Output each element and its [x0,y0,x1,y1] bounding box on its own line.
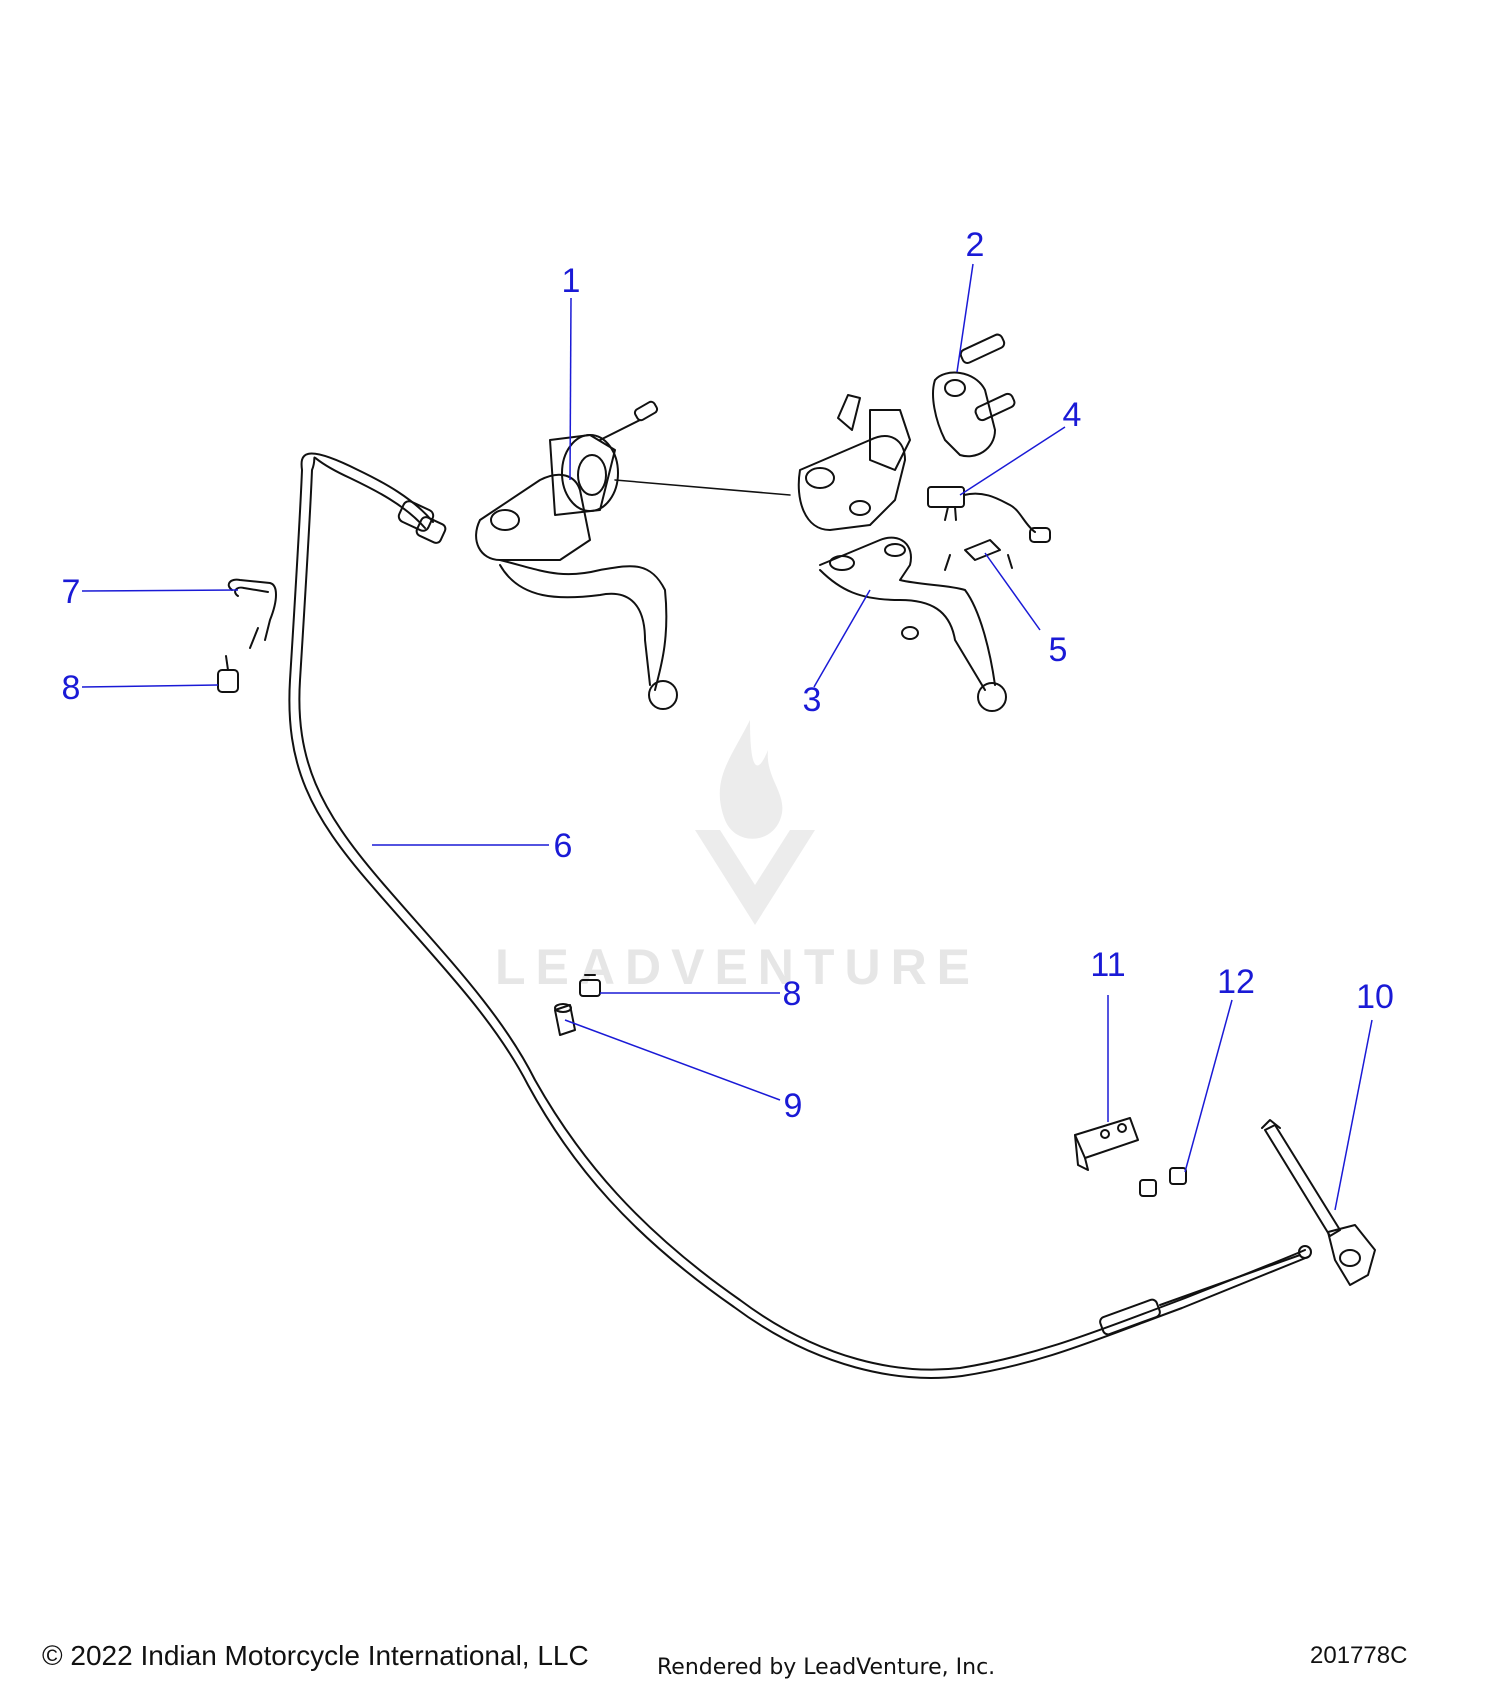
lever-perch-left [475,400,678,710]
callout-3[interactable]: 3 [802,681,822,719]
callout-11[interactable]: 11 [1090,946,1126,984]
clutch-cable [288,452,1312,1379]
leader-2 [956,263,974,373]
diagram-code: 201778C [1310,1642,1408,1669]
watermark-text: LEADVENTURE [495,939,981,995]
rendered-by-text: Rendered by LeadVenture, Inc. [657,1655,996,1680]
switch [927,486,1051,543]
leader-12 [1184,999,1233,1173]
cable-guide [554,1003,576,1036]
callout-9[interactable]: 9 [783,1087,803,1125]
callout-4[interactable]: 4 [1062,396,1082,434]
leader-8a [81,684,219,688]
bolt-upper [217,655,239,693]
callout-5[interactable]: 5 [1048,631,1068,669]
callout-12[interactable]: 12 [1217,963,1255,1001]
callout-10[interactable]: 10 [1356,978,1394,1016]
release-shaft [1261,1119,1376,1286]
callout-6[interactable]: 6 [553,827,573,865]
leader-9 [564,1019,781,1101]
watermark-logo [695,720,815,925]
mounting-bracket [1074,1117,1139,1171]
leader-5 [984,552,1041,631]
leader-3 [813,589,871,688]
bolt-middle [579,974,601,997]
leader-1 [569,297,572,481]
clamp [932,333,1016,458]
leader-4 [959,426,1066,496]
cable-clip [227,578,277,649]
screws [1139,1167,1187,1197]
copyright-text: © 2022 Indian Motorcycle International, … [42,1640,589,1671]
callout-8-middle[interactable]: 8 [782,975,802,1013]
callout-1[interactable]: 1 [561,262,581,300]
lever-perch-right [797,394,911,531]
callout-2[interactable]: 2 [965,226,985,264]
callout-7[interactable]: 7 [61,573,81,611]
leader-7 [81,589,239,592]
lever-right [819,536,1007,712]
callout-8-upper[interactable]: 8 [61,669,81,707]
leader-10 [1334,1019,1373,1211]
switch-bracket [944,539,1013,571]
